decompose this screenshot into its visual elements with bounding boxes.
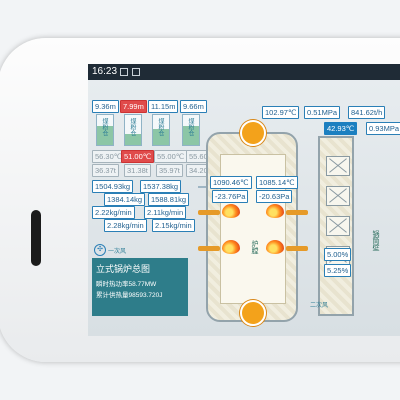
coal-bin-3: 煤粉仓 (152, 114, 170, 146)
bin3-temp: 55.00℃ (154, 150, 188, 163)
feeder4-mass: 1588.81kg (148, 193, 190, 206)
bottom-drum (240, 300, 266, 326)
primary-fan-icon: ✣ (94, 244, 106, 256)
feeder1-mass: 1504.93kg (92, 180, 134, 193)
secondary-air-label: 二次风 (310, 303, 329, 309)
bin-level-fill (97, 126, 113, 145)
bin-label: 煤粉仓 (157, 118, 163, 136)
boiler-drum-label: 锅筒壁 (372, 230, 379, 251)
burner-nozzle (286, 210, 308, 215)
coal-bin-2: 煤粉仓 (124, 114, 142, 146)
burner-flame (266, 204, 284, 218)
furnace-pressure-left: -23.76Pa (212, 190, 249, 203)
feeder2-flow: 2.11kg/min (144, 206, 187, 219)
bin-label: 煤粉仓 (129, 118, 135, 136)
hx-percent-2: 5.25% (324, 264, 352, 277)
bin1-weight: 36.37t (92, 164, 119, 177)
bin3-weight: 35.97t (156, 164, 183, 177)
outlet-pressure: 0.51MPa (304, 106, 341, 119)
burner-flame (222, 240, 240, 254)
bin2-weight: 31.38t (124, 164, 151, 177)
pipe (198, 186, 210, 188)
bin4-level-value: 9.66m (180, 100, 207, 113)
furnace-temp-left: 1090.46℃ (210, 176, 252, 189)
hx-element (326, 156, 350, 176)
bin-level-fill (183, 126, 199, 145)
bin1-level-value: 9.36m (92, 100, 119, 113)
total-heat: 累计供热量98593.720J (96, 292, 163, 299)
hx-element (326, 186, 350, 206)
feeder2-mass: 1537.38kg (140, 180, 182, 193)
notification-icon (120, 68, 128, 76)
hx-percent-1: 5.00% (324, 248, 352, 261)
bin-level-fill (153, 128, 169, 145)
panel-title: 立式锅炉总图 (96, 264, 151, 274)
status-bar: 16:23 (88, 64, 400, 80)
furnace-label: 炉膛 (251, 240, 258, 254)
boiler-diagram: 9.36m 7.99m 11.15m 9.66m 煤粉仓 煤粉仓 煤粉仓 煤粉仓… (88, 80, 400, 336)
app-screen: 16:23 9.36m 7.99m 11.15m 9.66m 煤粉仓 煤粉仓 煤… (88, 64, 400, 336)
top-drum (240, 120, 266, 146)
coal-bin-4: 煤粉仓 (182, 114, 200, 146)
summary-panel: 立式锅炉总图 瞬时热功率58.77MW 累计供热量98593.720J (92, 258, 188, 316)
return-pressure: 0.93MPa (366, 122, 400, 135)
burner-nozzle (198, 246, 220, 251)
instant-power: 瞬时热功率58.77MW (96, 281, 157, 288)
bin3-level-value: 11.15m (148, 100, 179, 113)
outlet-temp: 102.97℃ (262, 106, 300, 119)
feeder1-flow: 2.22kg/min (92, 206, 135, 219)
return-temp: 42.93℃ (324, 122, 358, 135)
burner-flame (266, 240, 284, 254)
furnace-pressure-right: -20.63Pa (256, 190, 293, 203)
bin-label: 煤粉仓 (101, 118, 107, 136)
burner-nozzle (286, 246, 308, 251)
outlet-flow: 841.62t/h (348, 106, 386, 119)
burner-nozzle (198, 210, 220, 215)
hx-element (326, 216, 350, 236)
furnace (206, 132, 298, 322)
furnace-temp-right: 1085.14℃ (256, 176, 298, 189)
feeder3-mass: 1384.14kg (104, 193, 146, 206)
primary-air-label: 一次风 (108, 249, 127, 255)
bin1-temp: 56.30℃ (92, 150, 126, 163)
bin-label: 煤粉仓 (187, 118, 193, 136)
feeder3-flow: 2.28kg/min (104, 219, 147, 232)
bin2-level-value: 7.99m (120, 100, 147, 113)
coal-bin-1: 煤粉仓 (96, 114, 114, 146)
heat-exchanger (318, 136, 354, 316)
bin2-temp: 51.00℃ (121, 150, 155, 163)
image-icon (132, 68, 140, 76)
feeder4-flow: 2.15kg/min (152, 219, 195, 232)
bin-level-fill (125, 133, 141, 145)
burner-flame (222, 204, 240, 218)
status-time: 16:23 (92, 66, 118, 77)
phone-speaker (31, 210, 41, 266)
